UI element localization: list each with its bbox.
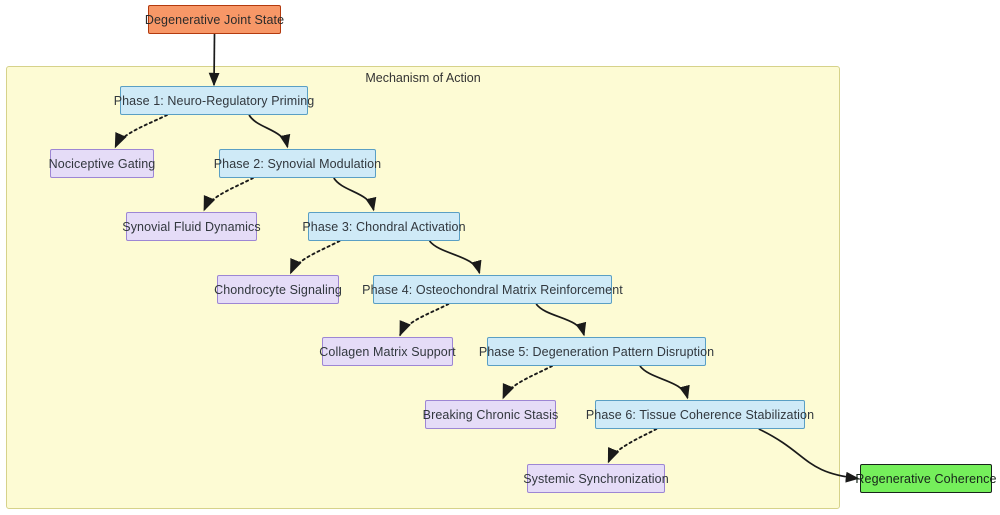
node-label: Breaking Chronic Stasis [422,407,559,422]
node-e5[interactable]: Breaking Chronic Stasis [422,400,559,429]
node-p6[interactable]: Phase 6: Tissue Coherence Stabilization [586,400,814,429]
node-label: Phase 3: Chondral Activation [302,219,466,234]
node-p2[interactable]: Phase 2: Synovial Modulation [214,149,381,178]
node-label: Phase 2: Synovial Modulation [213,156,382,171]
node-p5[interactable]: Phase 5: Degeneration Pattern Disruption [479,337,714,366]
node-label: Regenerative Coherence [855,471,997,486]
node-label: Systemic Synchronization [523,471,669,486]
node-label: Collagen Matrix Support [319,344,456,359]
node-e6[interactable]: Systemic Synchronization [523,464,669,493]
node-label: Phase 1: Neuro-Regulatory Priming [113,93,315,108]
node-e2[interactable]: Synovial Fluid Dynamics [122,212,261,241]
node-e4[interactable]: Collagen Matrix Support [319,337,456,366]
subgraph-label: Mechanism of Action [365,71,481,85]
node-label: Degenerative Joint State [144,12,285,27]
node-label: Synovial Fluid Dynamics [122,219,261,234]
node-label: Phase 4: Osteochondral Matrix Reinforcem… [362,282,623,297]
node-p4[interactable]: Phase 4: Osteochondral Matrix Reinforcem… [362,275,623,304]
node-label: Chondrocyte Signaling [214,282,342,297]
node-e3[interactable]: Chondrocyte Signaling [214,275,342,304]
node-end[interactable]: Regenerative Coherence [855,464,996,493]
node-p3[interactable]: Phase 3: Chondral Activation [302,212,466,241]
node-start[interactable]: Degenerative Joint State [144,5,285,34]
node-p1[interactable]: Phase 1: Neuro-Regulatory Priming [114,86,314,115]
node-label: Phase 6: Tissue Coherence Stabilization [585,407,815,422]
node-e1[interactable]: Nociceptive Gating [48,149,156,178]
node-label: Nociceptive Gating [48,156,156,171]
node-label: Phase 5: Degeneration Pattern Disruption [478,344,715,359]
